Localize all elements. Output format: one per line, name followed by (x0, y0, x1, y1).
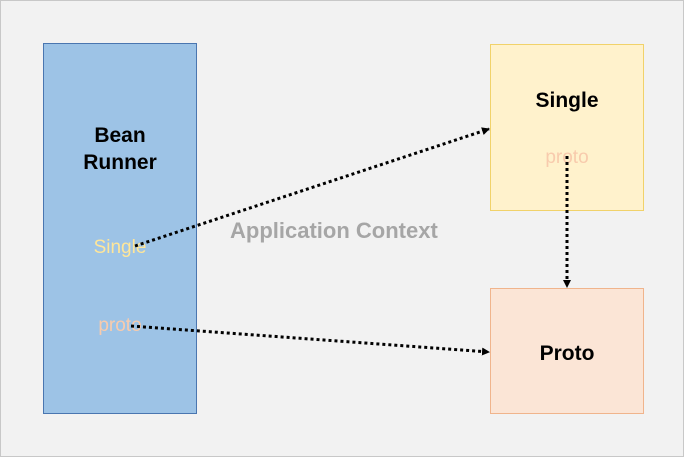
bean-runner-title-line1: Bean (94, 124, 146, 147)
bean-runner-box: Bean Runner Single proto (43, 43, 197, 414)
bean-runner-title-line2: Runner (83, 151, 157, 174)
runner-single-field: Single (93, 237, 147, 258)
single-bean-title: Single (535, 89, 599, 112)
proto-bean-title: Proto (539, 342, 595, 365)
proto-bean-box: Proto (490, 288, 644, 414)
arrow-runner-proto-to-proto-bean (130, 324, 490, 356)
runner-proto-field: proto (98, 315, 142, 336)
arrow-runner-single-to-single-bean (134, 127, 490, 248)
single-bean-box: Single proto (490, 44, 644, 211)
application-context-label: Application Context (230, 218, 438, 243)
bean-runner-title: Bean Runner (44, 122, 196, 176)
